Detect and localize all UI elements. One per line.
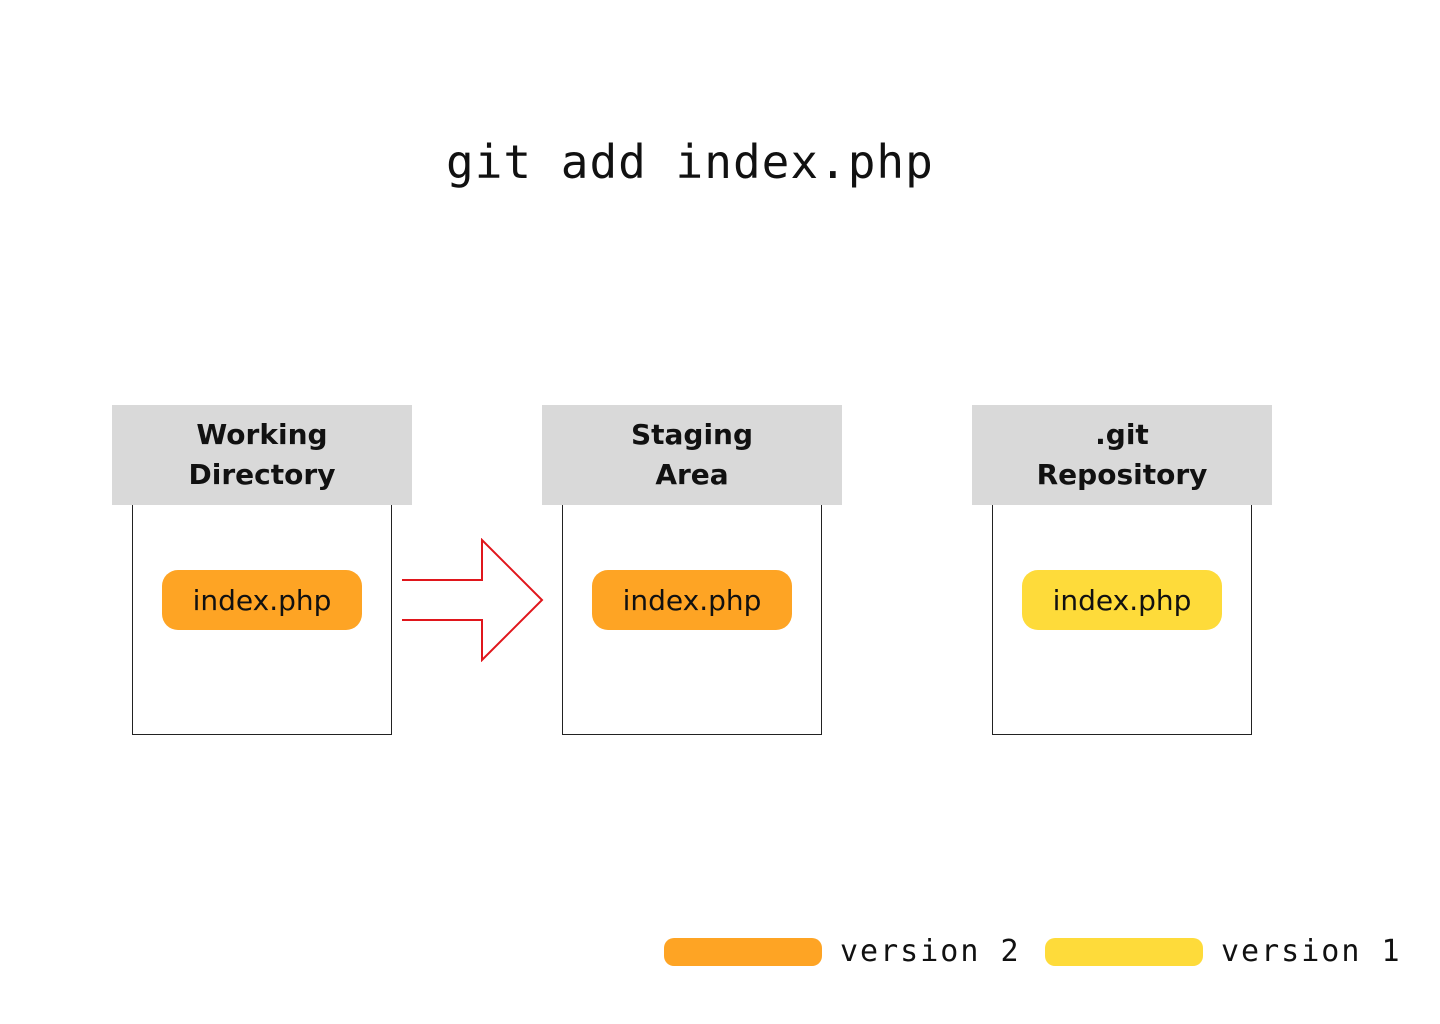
area-header: .git Repository [972,405,1272,505]
area-title-line2: Repository [1036,458,1208,491]
area-title-line1: Working [196,418,328,451]
legend-label-version-1: version 1 [1221,934,1402,969]
area-header: Staging Area [542,405,842,505]
file-pill-version-1: index.php [1022,570,1222,630]
file-pill-version-2: index.php [592,570,792,630]
legend-swatch-version-1 [1045,938,1203,966]
area-working-directory: Working Directory index.php [112,405,412,735]
file-pill-version-2: index.php [162,570,362,630]
area-title-line2: Directory [188,458,336,491]
legend-label-version-2: version 2 [840,934,1021,969]
area-header: Working Directory [112,405,412,505]
area-git-repository: .git Repository index.php [972,405,1272,735]
command-title: git add index.php [446,135,934,189]
area-title-line1: .git [1095,418,1149,451]
area-staging-area: Staging Area index.php [542,405,842,735]
area-title-line2: Area [655,458,729,491]
area-title-line1: Staging [630,418,754,451]
legend-swatch-version-2 [664,938,822,966]
right-arrow-icon [402,538,544,662]
